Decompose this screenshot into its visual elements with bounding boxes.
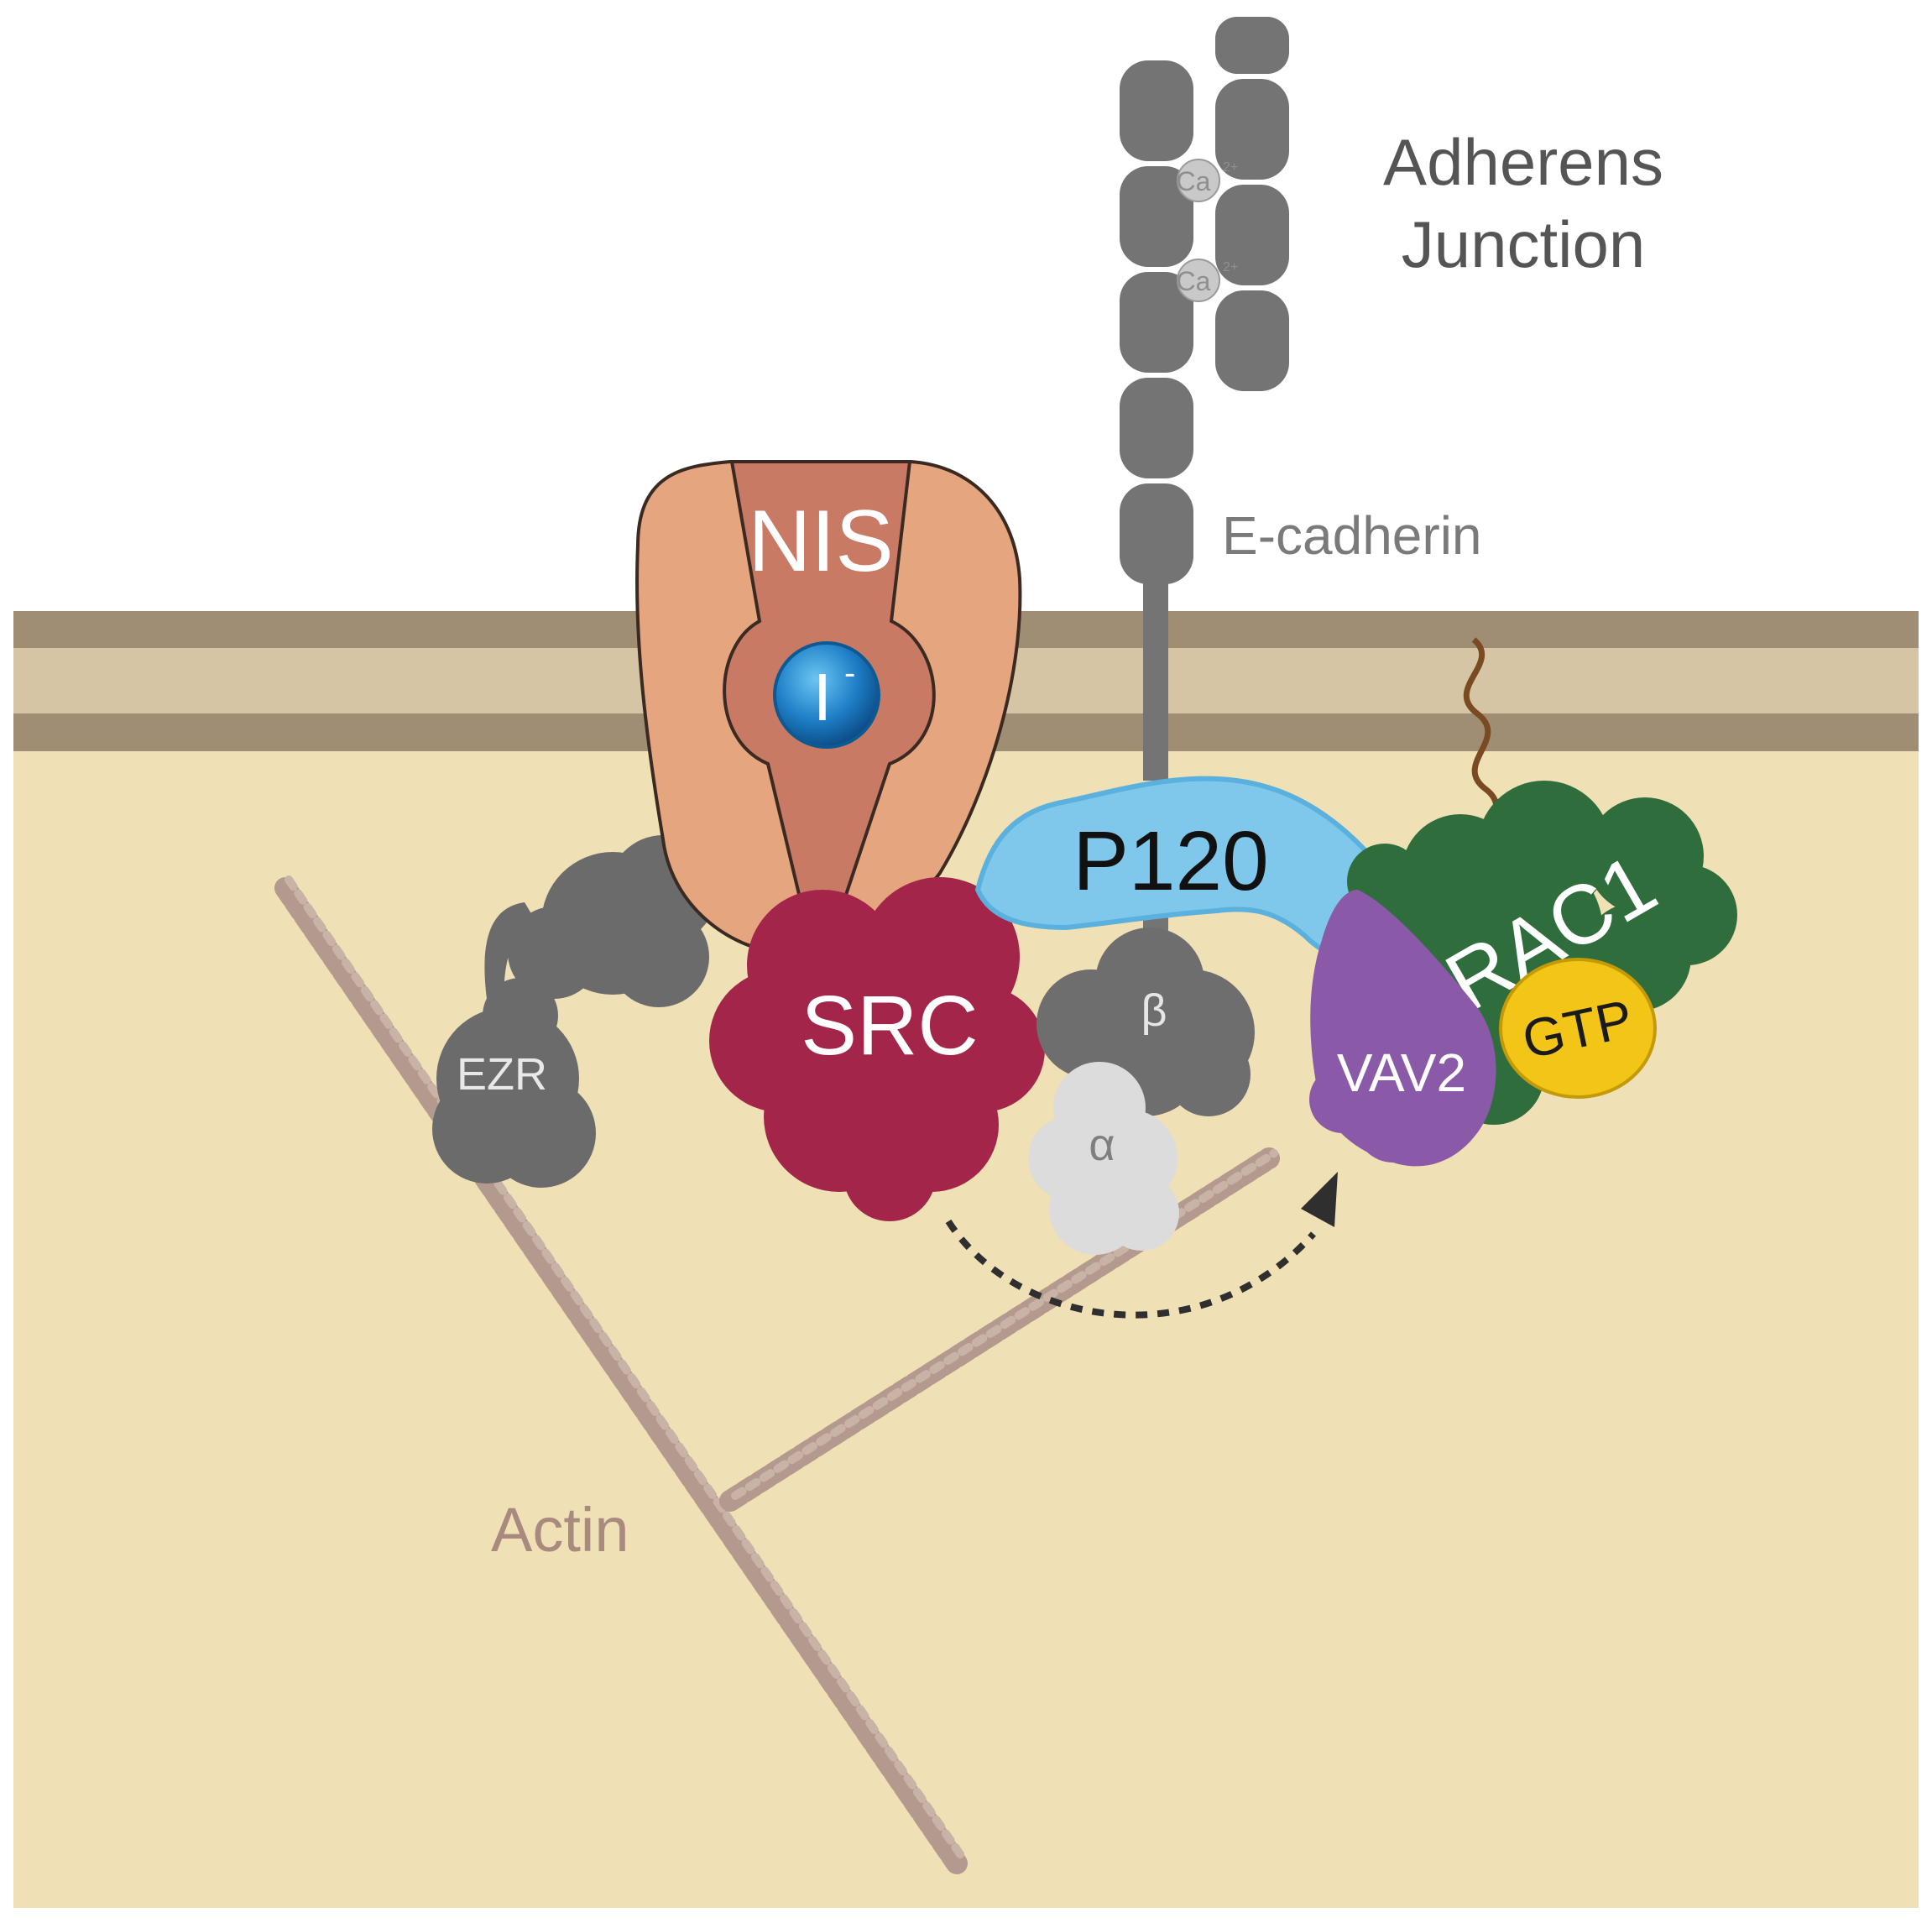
svg-text:Ca: Ca: [1177, 166, 1211, 196]
vav2-label: VAV2: [1337, 1042, 1466, 1103]
adherens-junction-label-line1: Adherens: [1383, 125, 1663, 199]
iodide-ion: I -: [773, 641, 880, 749]
e-cadherin-right-strand: [1215, 17, 1289, 391]
e-cadherin-label: E-cadherin: [1222, 505, 1482, 566]
src-kinase: [709, 877, 1045, 1221]
ezr-label: EZR: [457, 1049, 547, 1100]
beta-catenin: [1036, 928, 1255, 1116]
svg-text:Ca: Ca: [1177, 266, 1211, 296]
alpha-catenin: [1028, 1062, 1179, 1255]
adherens-junction-label-line2: Junction: [1402, 207, 1646, 281]
svg-text:I: I: [813, 660, 832, 734]
e-cadherin-left-strand: [1120, 60, 1193, 957]
svg-text:2+: 2+: [1223, 160, 1238, 175]
actin-label: Actin: [491, 1495, 629, 1565]
alpha-label: α: [1089, 1120, 1115, 1170]
gtp-molecule: GTP: [1499, 958, 1657, 1099]
svg-text:-: -: [844, 655, 855, 692]
p120-label: P120: [1073, 814, 1269, 908]
nis-label: NIS: [748, 493, 893, 590]
svg-text:2+: 2+: [1223, 260, 1238, 274]
calcium-ion-bottom: Ca 2+: [1177, 259, 1238, 302]
activation-arrow: [945, 1172, 1338, 1319]
actin-filaments: [274, 875, 1280, 1874]
vav2-protein: [1309, 890, 1496, 1167]
src-label: SRC: [801, 979, 978, 1073]
beta-label: β: [1141, 985, 1167, 1036]
calcium-ion-top: Ca 2+: [1177, 159, 1238, 202]
